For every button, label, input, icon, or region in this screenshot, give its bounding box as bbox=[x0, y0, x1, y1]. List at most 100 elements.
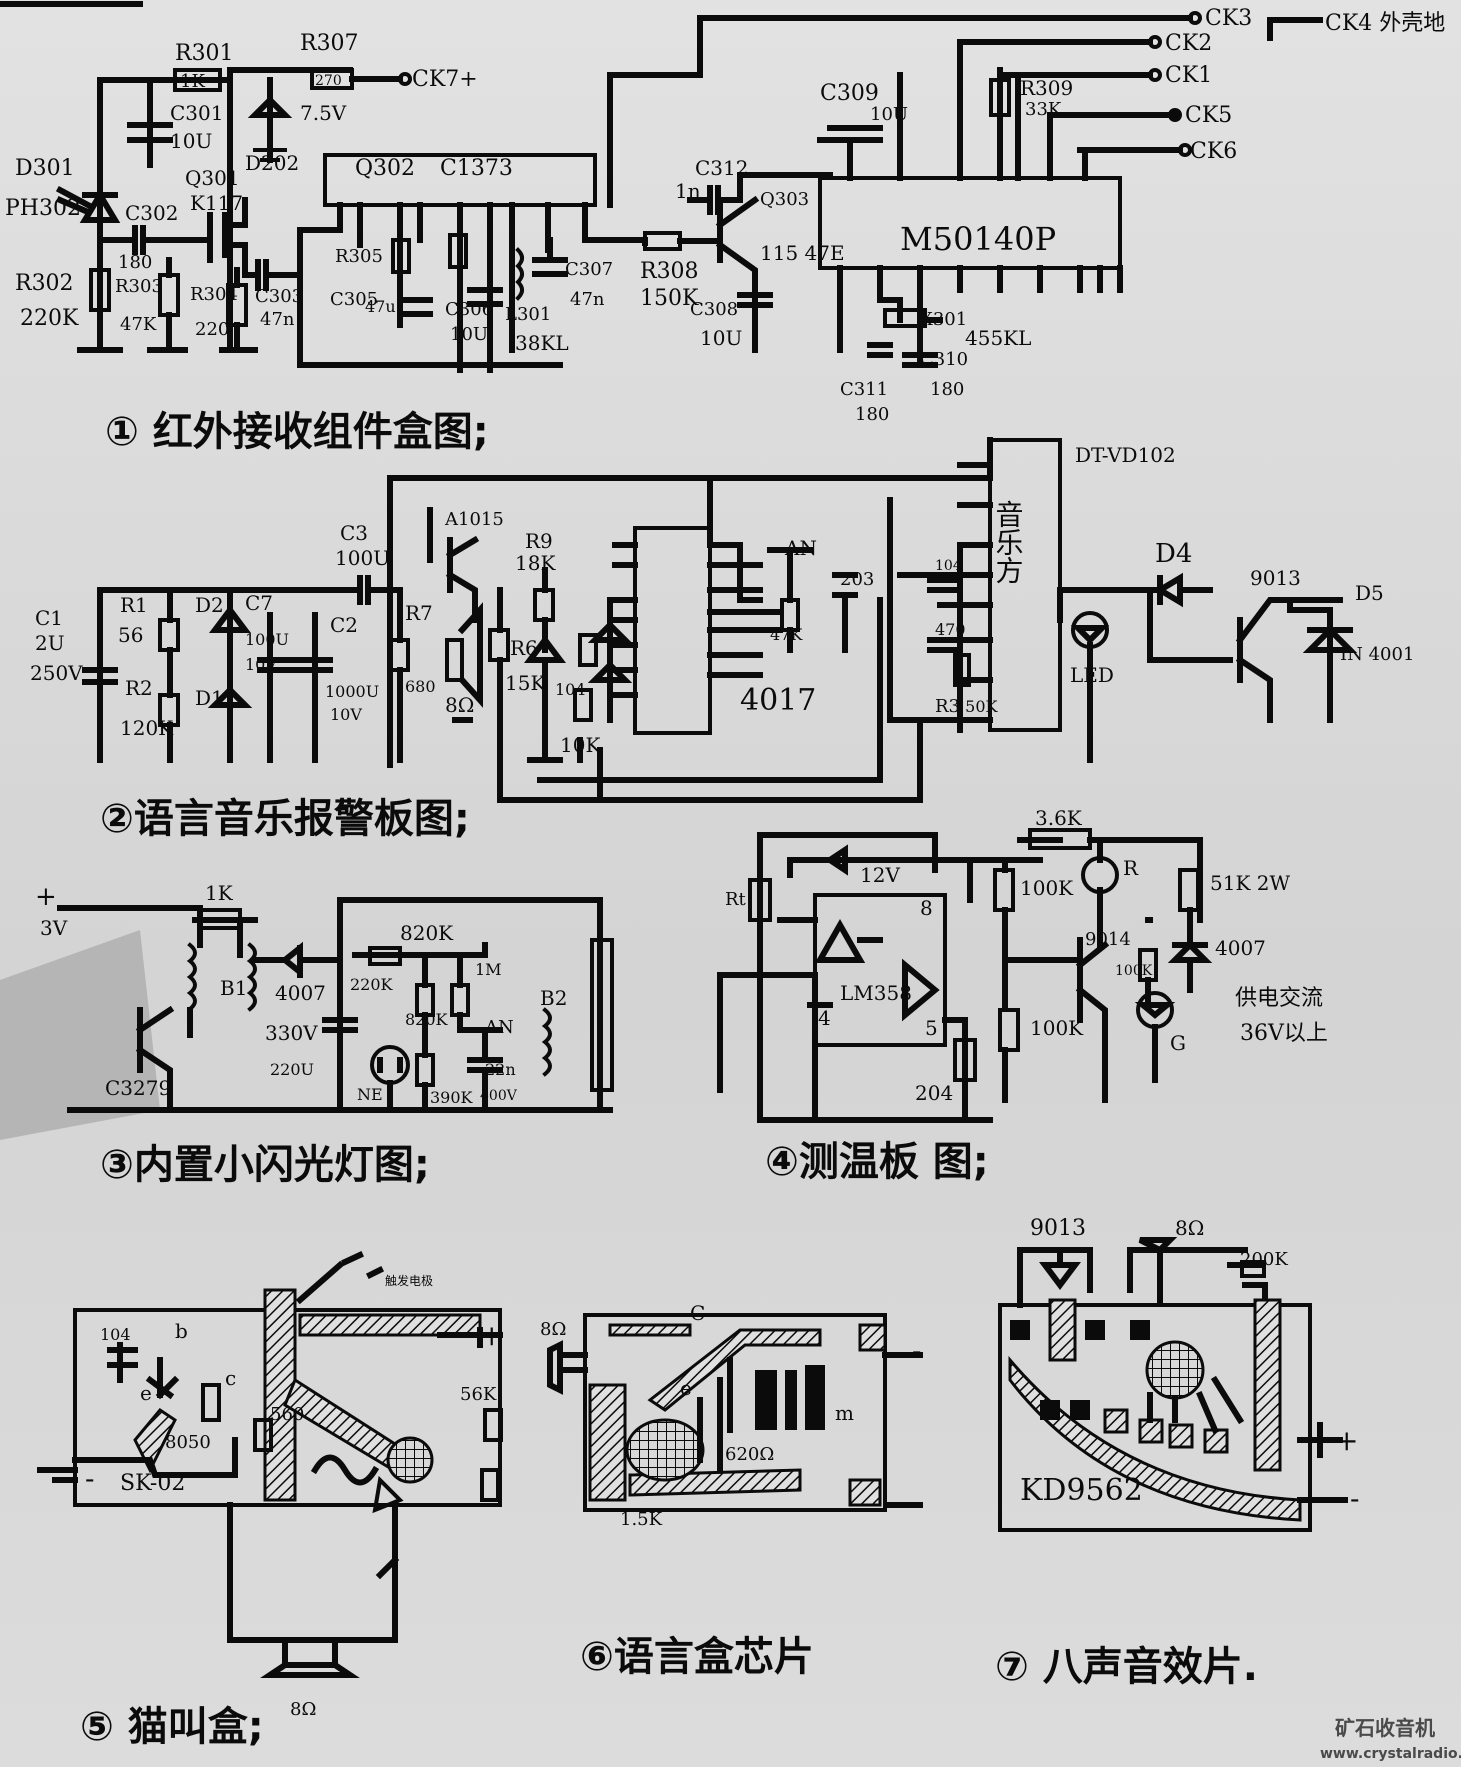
caption-cat-box: ⑤ 猫叫盒; bbox=[80, 1704, 264, 1750]
watermark-text: 矿石收音机 bbox=[1335, 1716, 1435, 1740]
l301-value: 38KL bbox=[515, 331, 569, 355]
d301-label: D301 bbox=[15, 156, 75, 181]
r303-label: R303 bbox=[115, 276, 163, 297]
c306-value: 10U bbox=[450, 324, 488, 345]
r309-value: 33K bbox=[1025, 99, 1062, 120]
q303-value: 115 47E bbox=[760, 241, 845, 265]
circuit-alarm-board bbox=[82, 437, 1358, 803]
r-820k: 820K bbox=[400, 921, 454, 945]
r307-label: R307 bbox=[300, 31, 359, 56]
ic-m50140p-label: M50140P bbox=[900, 220, 1056, 258]
module-sk02: SK-02 bbox=[120, 1471, 185, 1496]
r-1m: 1M bbox=[475, 960, 502, 979]
ic-4017-label: 4017 bbox=[740, 683, 816, 718]
c301-label: C301 bbox=[170, 101, 223, 125]
r304-value: 220 bbox=[195, 319, 229, 340]
caption-alarm-board: ②语言音乐报警板图; bbox=[100, 796, 470, 842]
circuit-flash bbox=[57, 897, 614, 1113]
c-203: 203 bbox=[840, 569, 874, 590]
r1-value: 56 bbox=[118, 623, 143, 647]
caption-ir-receiver: ① 红外接收组件盒图; bbox=[105, 409, 489, 455]
c7-value2: 10V bbox=[245, 655, 277, 674]
c1-value: 2U bbox=[35, 631, 65, 655]
r-56k: 56K bbox=[460, 1384, 497, 1405]
speaker-8ohm-d: 8Ω bbox=[1175, 1216, 1204, 1240]
ck3-label: CK3 bbox=[1205, 6, 1252, 31]
circuit-alarm-labels: C1 2U 250V R1 56 R2 120K D2 D1 C7 100U 1… bbox=[30, 443, 1414, 757]
d5-value: IN 4001 bbox=[1340, 644, 1414, 665]
c-104b: 104 bbox=[935, 558, 962, 574]
c2-value: 1000U bbox=[325, 682, 379, 701]
b1-label: B1 bbox=[220, 976, 247, 1000]
photo-r: R bbox=[1123, 856, 1139, 880]
circuit-cat-labels: 104 b c e 8050 560 56K SK-02 8Ω 触发电极 - + bbox=[85, 1273, 503, 1720]
q-c3279: C3279 bbox=[105, 1076, 171, 1100]
m-label: m bbox=[835, 1401, 854, 1425]
ac-supply: 供电交流 bbox=[1235, 986, 1323, 1011]
c-22n: 22n bbox=[485, 1060, 516, 1079]
c305-label: C305 bbox=[330, 289, 378, 310]
r-220k: 220K bbox=[350, 975, 394, 994]
led-label: LED bbox=[1070, 663, 1114, 687]
r301-value: 1K bbox=[180, 71, 205, 92]
r6-value: 15K bbox=[505, 671, 546, 695]
music-module-label: 音乐方 bbox=[992, 500, 1025, 584]
c303-label: C303 bbox=[255, 286, 303, 307]
c307-value: 47n bbox=[570, 289, 605, 310]
r303-value: 47K bbox=[120, 314, 157, 335]
circuit-voice-labels: 8Ω C e 620Ω 1.5K m - bbox=[540, 1301, 921, 1530]
r3-value: 150K bbox=[955, 697, 999, 716]
r301-label: R301 bbox=[175, 41, 234, 66]
c302-value: 180 bbox=[118, 252, 152, 273]
r-51k: 51K 2W bbox=[1210, 871, 1290, 895]
r-47k: 47K bbox=[770, 625, 803, 644]
k117-label: K117 bbox=[190, 191, 243, 215]
supply-3v: 3V bbox=[40, 916, 68, 940]
circuit-eight-sound bbox=[998, 1237, 1348, 1532]
r3-label: R3 bbox=[935, 696, 960, 717]
c312-value: 1n bbox=[675, 179, 701, 203]
c308-value: 10U bbox=[700, 326, 742, 350]
c309-value: 10U bbox=[870, 104, 908, 125]
ck2-label: CK2 bbox=[1165, 31, 1212, 56]
r6-label: R6 bbox=[510, 636, 538, 660]
c-104: 104 bbox=[555, 680, 586, 699]
circuit-voice-chip bbox=[547, 1313, 923, 1512]
q-9013b: 9013 bbox=[1030, 1216, 1086, 1241]
circuit-cat-box bbox=[37, 1251, 503, 1678]
minus-terminal-7: - bbox=[1350, 1482, 1359, 1515]
pin-c: c bbox=[225, 1366, 236, 1390]
ph302-label: PH302 bbox=[5, 196, 81, 221]
an-switch: AN bbox=[484, 1017, 514, 1038]
ck1-label: CK1 bbox=[1165, 63, 1212, 88]
q-a1015-label: A1015 bbox=[444, 509, 504, 530]
r2-value: 120K bbox=[120, 716, 174, 740]
c301-value: 10U bbox=[170, 129, 212, 153]
speaker-8ohm-b: 8Ω bbox=[290, 1699, 316, 1720]
r-100k-c: 100K bbox=[1115, 963, 1153, 979]
minus-terminal: - bbox=[85, 1462, 94, 1495]
watermark-url: www.crystalradio.cn bbox=[1320, 1746, 1461, 1762]
r-3k6: 3.6K bbox=[1035, 806, 1083, 830]
caption-temperature: ④测温板 图; bbox=[765, 1139, 989, 1185]
r-100k-a: 100K bbox=[1020, 876, 1074, 900]
pin-e-6: e bbox=[680, 1376, 692, 1400]
ck7-label: CK7+ bbox=[412, 67, 478, 92]
r-560: 560 bbox=[270, 1404, 304, 1425]
c2-label: C2 bbox=[330, 613, 358, 637]
q303-label: Q303 bbox=[760, 189, 809, 210]
x301-label: X301 bbox=[920, 309, 967, 330]
circuit-ir-receiver bbox=[55, 11, 1323, 373]
d1-label: D1 bbox=[195, 686, 224, 710]
pin-c-6: C bbox=[690, 1301, 705, 1325]
an-button: AN bbox=[784, 536, 817, 560]
trigger-electrode: 触发电极 bbox=[385, 1273, 433, 1288]
r7-value: 680 bbox=[405, 677, 436, 696]
voltage-7v5: 7.5V bbox=[300, 101, 347, 125]
pin-8: 8 bbox=[920, 896, 933, 920]
c310-label: C310 bbox=[920, 349, 968, 370]
speaker-8ohm-c: 8Ω bbox=[540, 1319, 566, 1340]
q-8050: 8050 bbox=[165, 1432, 211, 1453]
